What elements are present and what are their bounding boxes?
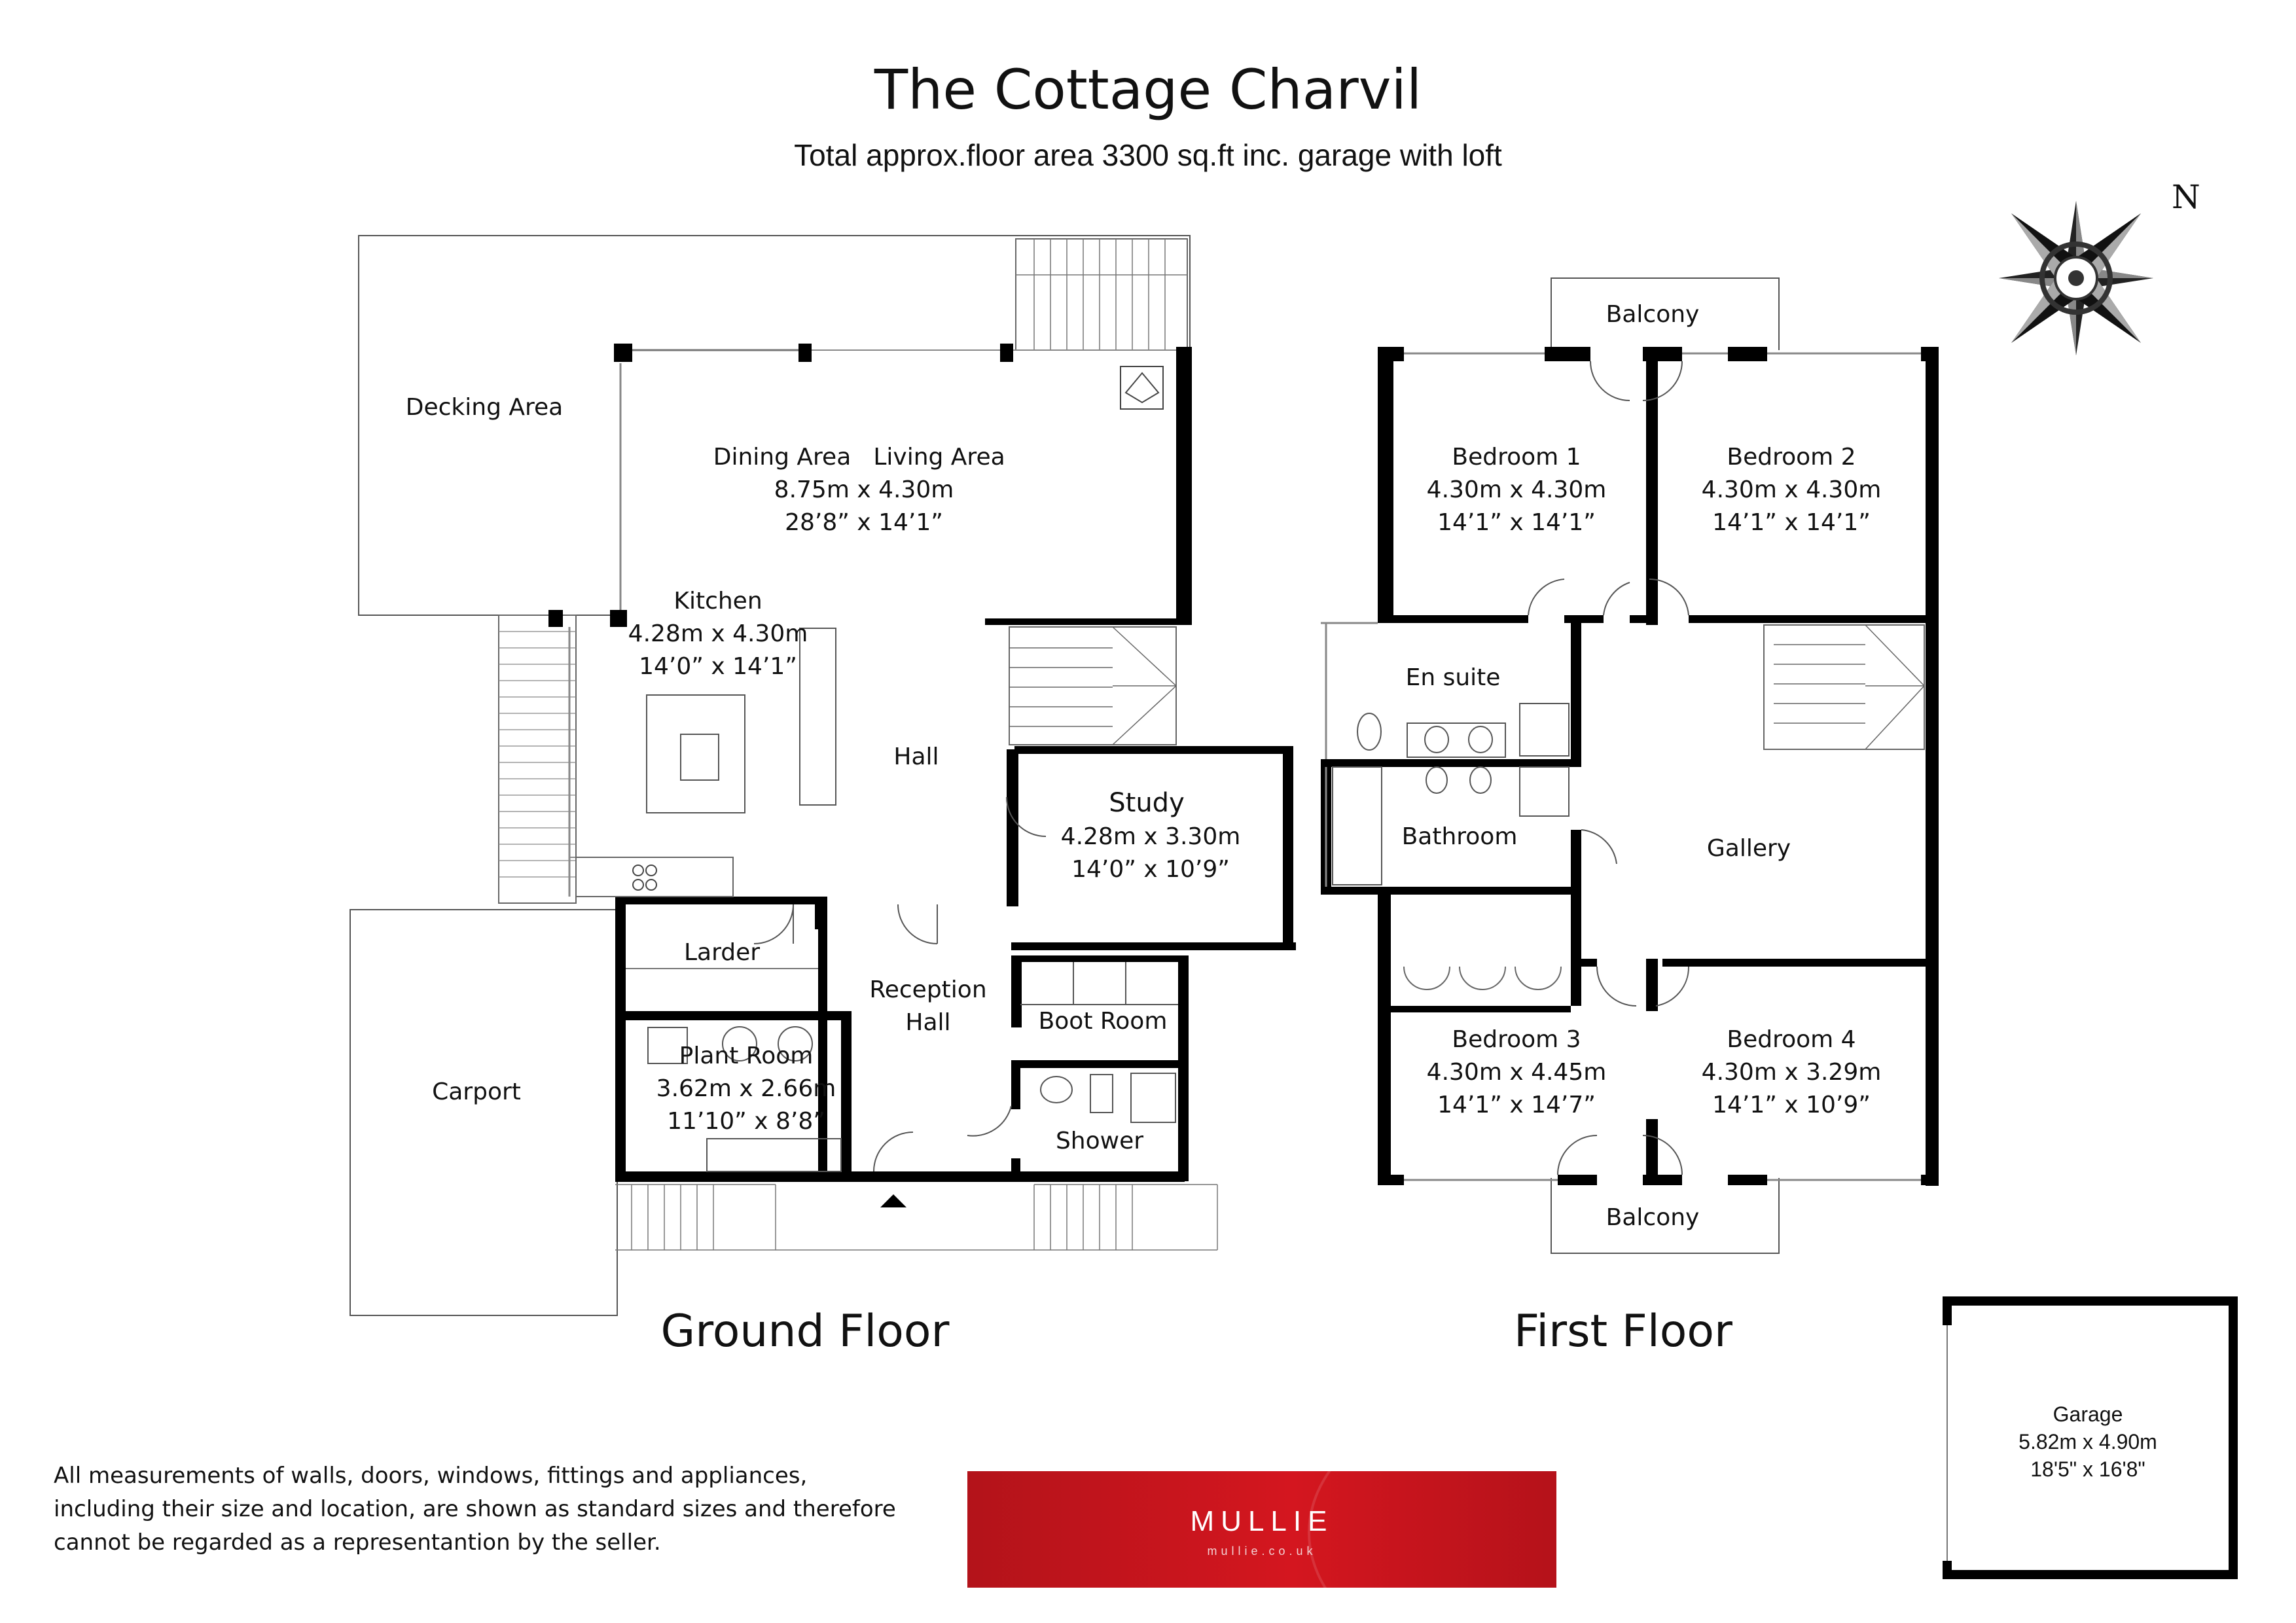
garage-plan: Garage 5.82m x 4.90m 18'5" x 16'8" (1943, 1296, 2238, 1579)
hob-icon (632, 865, 657, 891)
garage-label: Garage (2053, 1402, 2123, 1426)
hall-label: Hall (893, 743, 939, 770)
shower-room-fittings (1020, 962, 1178, 1123)
bedroom3-label: Bedroom 3 (1452, 1026, 1581, 1053)
kitchen-worktop (575, 857, 734, 897)
sink-icon (680, 734, 719, 781)
bathroom-fittings (1332, 703, 1570, 885)
garage-imperial: 18'5" x 16'8" (2030, 1457, 2145, 1481)
bedroom1-label: Bedroom 1 (1452, 444, 1581, 471)
first-floor-doors (1528, 361, 1690, 1175)
study-label: Study (1109, 788, 1185, 818)
balcony-top-label: Balcony (1606, 301, 1700, 328)
plant-room-label: Plant Room (679, 1043, 814, 1069)
ground-floor-plan: Decking Area Dining Area Living Area 8.7… (350, 235, 1296, 1316)
logo-wordmark: MULLIE (1190, 1505, 1334, 1537)
boot-room-label: Boot Room (1039, 1008, 1168, 1035)
ground-floor-stairs (1009, 626, 1177, 745)
balcony-bottom-outline (1551, 1178, 1780, 1254)
carport-label: Carport (432, 1079, 521, 1105)
plant-room-imperial: 11’10” x 8’8” (667, 1108, 825, 1135)
disclaimer-line-2: including their size and location, are s… (54, 1496, 896, 1522)
compass-north-label: N (2172, 178, 2200, 216)
disclaimer-line-3: cannot be regarded as a representantion … (54, 1529, 661, 1556)
logo-swoosh-decoration (1308, 1471, 1556, 1588)
bedroom3-metric: 4.30m x 4.45m (1427, 1059, 1607, 1086)
decking-area-outline (358, 235, 1191, 616)
bedroom2-metric: 4.30m x 4.30m (1702, 476, 1882, 503)
bedroom4-metric: 4.30m x 3.29m (1702, 1059, 1882, 1086)
fireplace-icon (1120, 366, 1164, 410)
bathroom-label: Bathroom (1402, 823, 1518, 850)
ground-floor-label: Ground Floor (660, 1306, 950, 1357)
decking-steps (1015, 238, 1188, 351)
dining-living-metric: 8.75m x 4.30m (774, 476, 954, 503)
kitchen-label: Kitchen (673, 588, 762, 615)
front-steps (615, 1184, 1218, 1251)
bedroom2-label: Bedroom 2 (1727, 444, 1856, 471)
page-subtitle: Total approx.floor area 3300 sq.ft inc. … (794, 138, 1502, 172)
kitchen-metric: 4.28m x 4.30m (628, 620, 808, 647)
kitchen-imperial: 14’0” x 14’1” (639, 653, 797, 680)
balcony-bottom-label: Balcony (1606, 1204, 1700, 1231)
kitchen-counter (799, 628, 836, 806)
reception-hall-label-line1: Reception (869, 976, 986, 1003)
first-floor-stairs (1763, 624, 1925, 750)
carport-outline (350, 909, 618, 1316)
disclaimer-text: All measurements of walls, doors, window… (54, 1459, 983, 1560)
bedroom1-metric: 4.30m x 4.30m (1427, 476, 1607, 503)
reception-hall-label-line2: Hall (905, 1009, 950, 1036)
bedroom4-imperial: 14’1” x 10’9” (1712, 1092, 1871, 1118)
compass-rose-icon (1999, 201, 2153, 355)
en-suite-label: En suite (1406, 664, 1501, 691)
first-floor-label: First Floor (1514, 1306, 1732, 1357)
shower-label: Shower (1056, 1128, 1143, 1154)
first-floor-plan: Balcony Bedroom 1 4.30m x 4.30m 14’1” x … (1321, 277, 1939, 1254)
living-area-label: Living Area (873, 444, 1005, 471)
mullie-logo: MULLIE mullie.co.uk (967, 1471, 1556, 1588)
decking-area-label: Decking Area (406, 394, 563, 421)
balcony-top-outline (1551, 277, 1780, 350)
kitchen-island (646, 694, 745, 813)
bedroom2-imperial: 14’1” x 14’1” (1712, 509, 1871, 536)
side-steps (498, 615, 577, 904)
gallery-label: Gallery (1707, 835, 1791, 862)
bedroom4-label: Bedroom 4 (1727, 1026, 1856, 1053)
garage-metric: 5.82m x 4.90m (2018, 1430, 2157, 1454)
page-title: The Cottage Charvil (874, 58, 1422, 122)
dining-area-label: Dining Area (713, 444, 852, 471)
logo-url: mullie.co.uk (1207, 1544, 1317, 1558)
bedroom1-imperial: 14’1” x 14’1” (1437, 509, 1596, 536)
wardrobe-icon (1403, 966, 1562, 990)
dining-living-imperial: 28’8” x 14’1” (785, 509, 943, 536)
larder-label: Larder (684, 939, 760, 966)
bedroom3-imperial: 14’1” x 14’7” (1437, 1092, 1596, 1118)
disclaimer-line-1: All measurements of walls, doors, window… (54, 1463, 808, 1489)
entrance-arrow-icon (880, 1194, 906, 1207)
plant-room-metric: 3.62m x 2.66m (656, 1075, 836, 1102)
study-imperial: 14’0” x 10’9” (1071, 856, 1230, 883)
ground-floor-doors (753, 796, 1047, 1172)
boiler-icons (647, 1026, 842, 1172)
study-metric: 4.28m x 3.30m (1061, 823, 1241, 850)
